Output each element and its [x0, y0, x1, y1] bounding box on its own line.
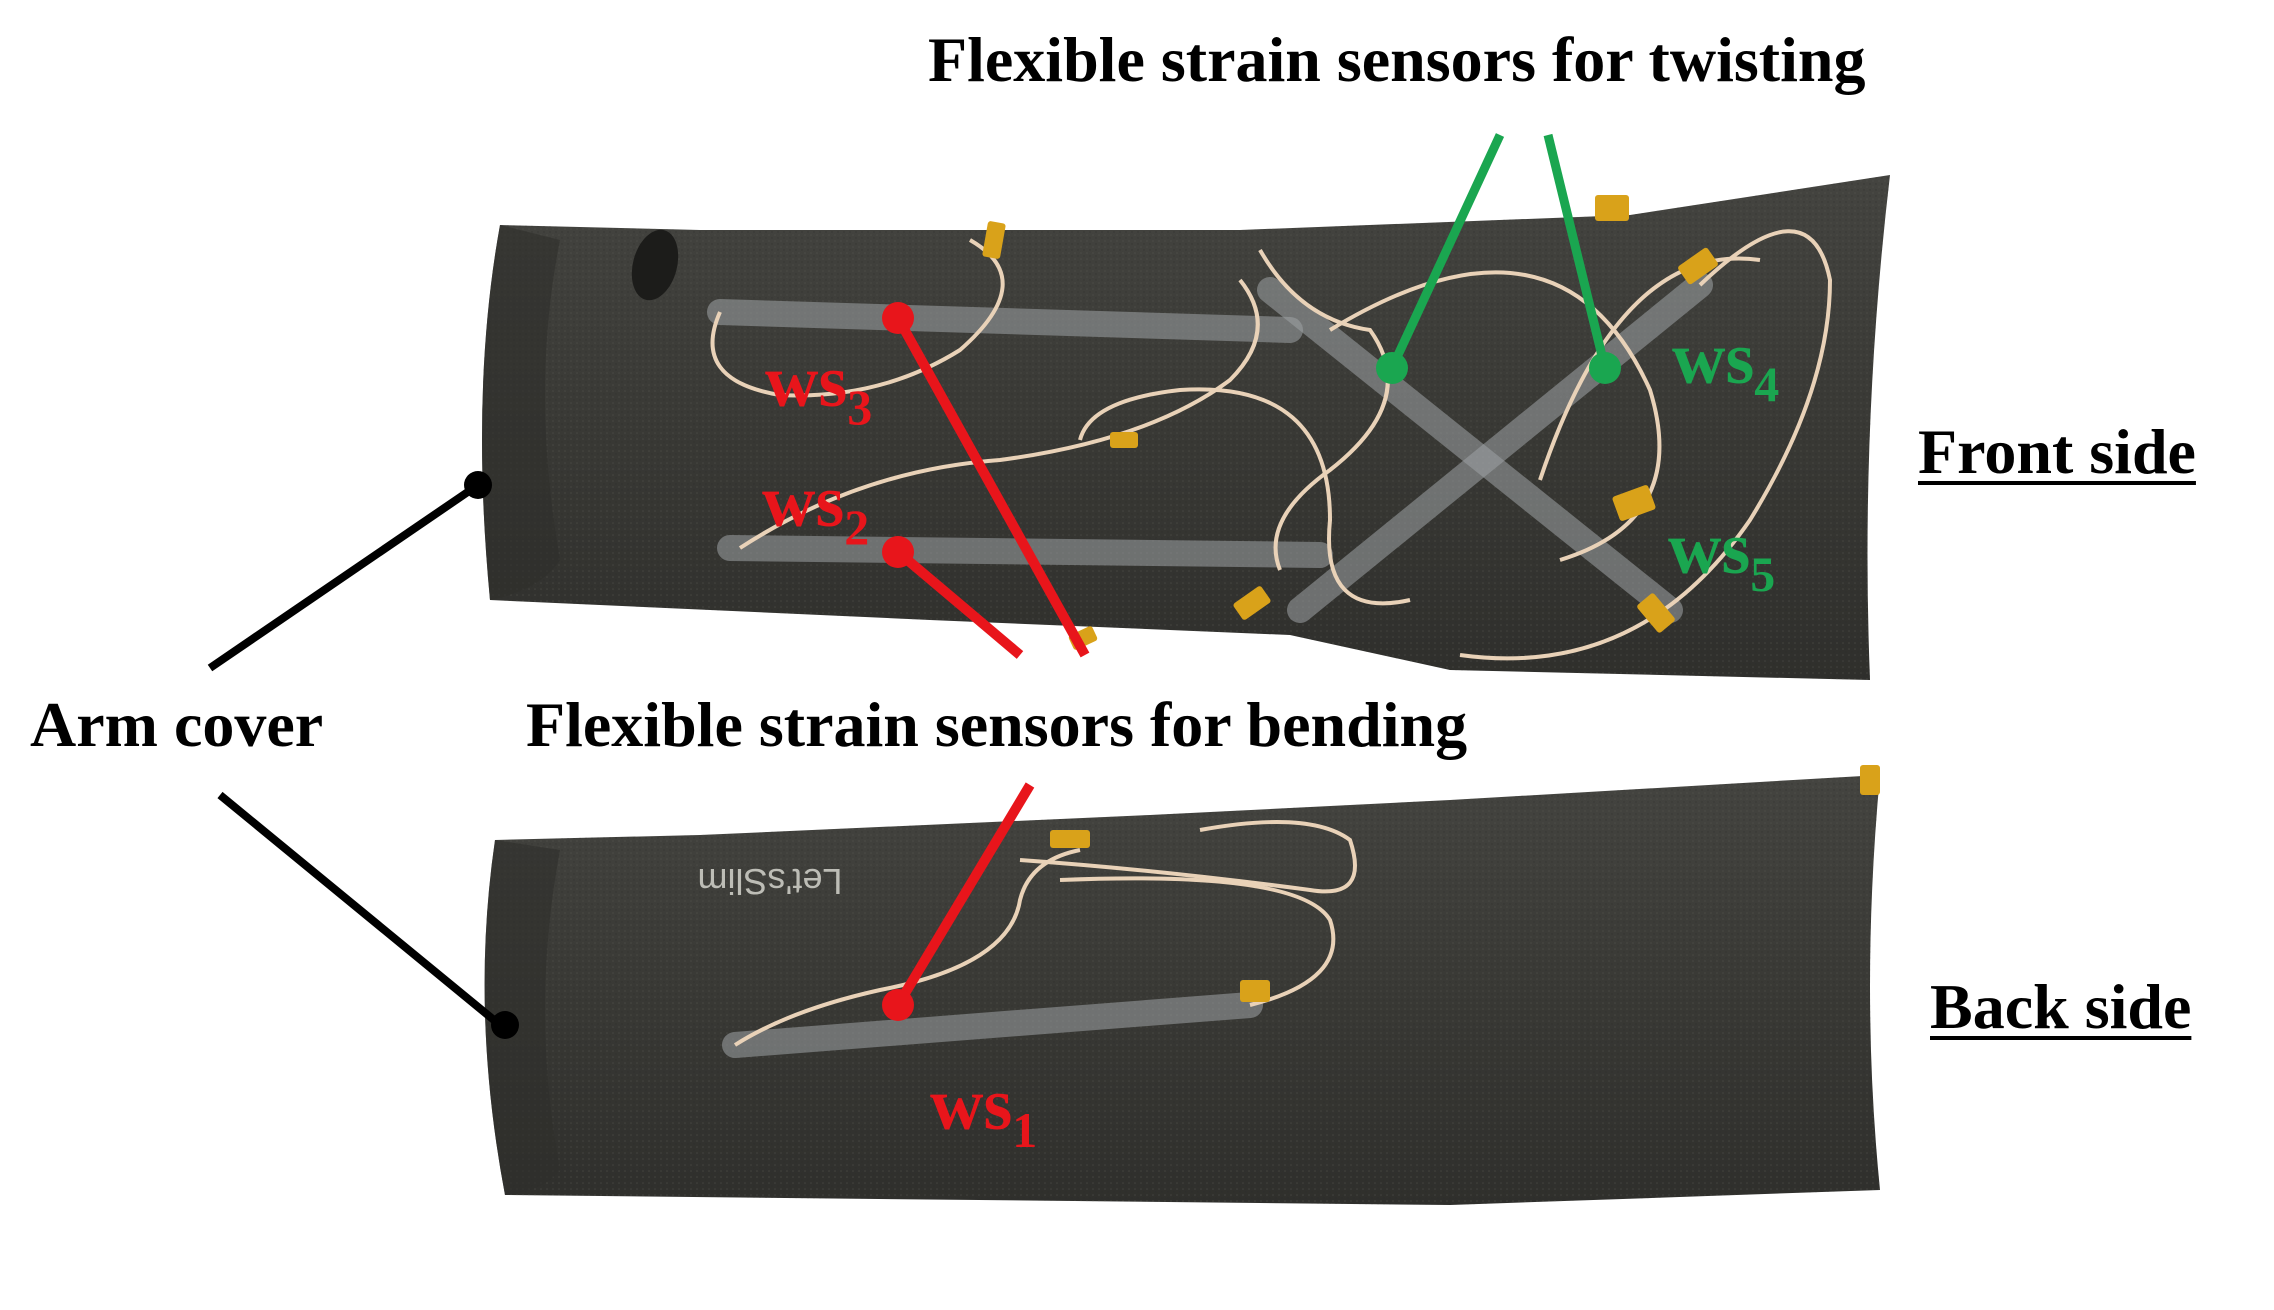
arm-cover-dot-back — [491, 1011, 519, 1039]
sensor-label-ws4: ws4 — [1672, 322, 1779, 409]
ws4-sub: 4 — [1754, 356, 1780, 412]
twisting-sensors-title: Flexible strain sensors for twisting — [928, 24, 1866, 95]
dot-ws3 — [882, 302, 914, 334]
back-sleeve: Let'sSlim — [484, 775, 1880, 1205]
sensor-strips — [707, 272, 1713, 1058]
pointer-ws-left-diagonal — [1387, 133, 1505, 370]
dot-ws1 — [882, 989, 914, 1021]
arm-cover-pointers — [207, 481, 503, 1029]
ws5-sub: 5 — [1750, 546, 1776, 602]
ws2-sub: 2 — [844, 499, 870, 555]
ws3-base: ws — [765, 341, 848, 423]
back-side-label: Back side — [1930, 971, 2192, 1042]
ws1-base: ws — [930, 1064, 1013, 1146]
ws5-base: ws — [1668, 508, 1751, 590]
pointer-ws1 — [893, 782, 1035, 1008]
kapton-tape-pads — [982, 195, 1880, 1002]
twisting-sensor-dots — [1376, 352, 1621, 384]
bending-pointers — [893, 315, 1090, 1008]
twisting-pointers — [1387, 133, 1610, 370]
sensor-label-ws2: ws2 — [762, 465, 869, 552]
arm-cover-dot-front — [464, 471, 492, 499]
bending-sensor-dots — [882, 302, 914, 1021]
arm-cover-label: Arm cover — [30, 689, 324, 760]
bending-sensors-title: Flexible strain sensors for bending — [526, 689, 1468, 760]
ws3-sub: 3 — [847, 379, 873, 435]
pointer-ws3 — [893, 315, 1090, 658]
sensor-label-ws3: ws3 — [765, 345, 872, 432]
thumb-hole — [631, 229, 679, 301]
sensor-label-ws5: ws5 — [1668, 512, 1775, 599]
ws4-base: ws — [1672, 318, 1755, 400]
front-side-label: Front side — [1918, 416, 2196, 487]
sensor-label-ws1: ws1 — [930, 1068, 1037, 1155]
sleeve-print-logo: Let'sSlim — [698, 861, 843, 902]
pointer-ws2 — [894, 548, 1024, 659]
dot-ws2 — [882, 536, 914, 568]
pointer-ws-right-diagonal — [1543, 133, 1610, 370]
ws2-base: ws — [762, 461, 845, 543]
ws1-sub: 1 — [1012, 1102, 1038, 1158]
lead-wires — [710, 229, 1833, 1047]
